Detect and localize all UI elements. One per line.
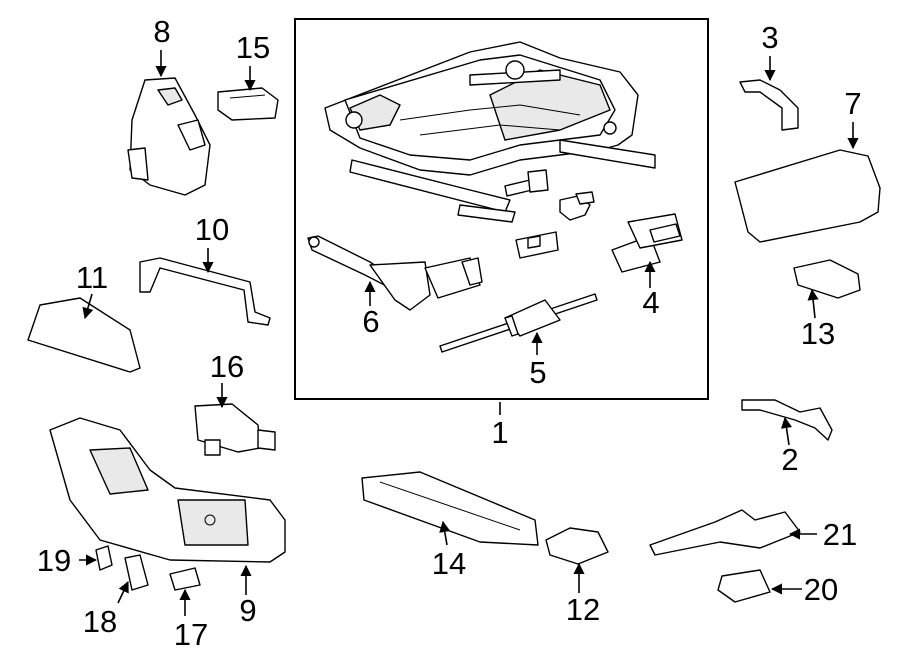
callout-13: 13	[801, 316, 835, 351]
side-shield-panel[interactable]	[27, 297, 141, 373]
callout-2: 2	[781, 442, 798, 477]
callout-21: 21	[823, 517, 857, 552]
seat-track[interactable]	[361, 471, 539, 546]
wire-bracket-2[interactable]	[741, 399, 833, 441]
adjuster-bolt[interactable]	[504, 169, 549, 197]
leader-lines	[79, 50, 859, 616]
adjuster-bracket[interactable]	[515, 231, 559, 259]
callout-4: 4	[642, 285, 659, 320]
seat-back-trim-panel[interactable]	[127, 77, 211, 196]
callout-14: 14	[432, 546, 466, 581]
callout-3: 3	[761, 20, 778, 55]
adjuster-switch[interactable]	[217, 87, 279, 121]
wire-bracket-3[interactable]	[739, 79, 799, 131]
callout-9: 9	[239, 593, 256, 628]
track-end-clip[interactable]	[545, 527, 609, 565]
callout-17: 17	[174, 617, 208, 652]
callout-10: 10	[195, 212, 229, 247]
wiring-bracket[interactable]	[194, 403, 276, 456]
callout-16: 16	[210, 349, 244, 384]
control-module[interactable]	[717, 569, 771, 603]
transmission-shaft[interactable]	[439, 293, 598, 353]
lumbar-bracket[interactable]	[649, 509, 801, 556]
knob-19[interactable]	[95, 545, 113, 571]
knob-17[interactable]	[169, 567, 201, 591]
seat-adjuster-frame[interactable]	[324, 41, 656, 223]
callout-1: 1	[491, 415, 508, 450]
height-adjust-motor[interactable]	[307, 235, 483, 311]
adjuster-clip[interactable]	[559, 191, 595, 221]
callout-labels: 1 2 3 4 5 6 7 8 9 10 11 12 13 14 15 16 1…	[37, 14, 862, 652]
wire-harness-rod[interactable]	[139, 257, 271, 326]
knob-18[interactable]	[124, 554, 149, 591]
front-cover[interactable]	[734, 149, 881, 243]
callout-15: 15	[236, 30, 270, 65]
callout-20: 20	[804, 572, 838, 607]
cover-clip[interactable]	[793, 259, 861, 299]
callout-7: 7	[844, 86, 861, 121]
callout-18: 18	[83, 604, 117, 639]
callout-12: 12	[566, 592, 600, 627]
outer-side-shield[interactable]	[49, 417, 286, 563]
callout-5: 5	[529, 355, 546, 390]
callout-8: 8	[153, 14, 170, 49]
callout-19: 19	[37, 543, 71, 578]
callout-6: 6	[362, 304, 379, 339]
callout-11: 11	[76, 260, 108, 295]
